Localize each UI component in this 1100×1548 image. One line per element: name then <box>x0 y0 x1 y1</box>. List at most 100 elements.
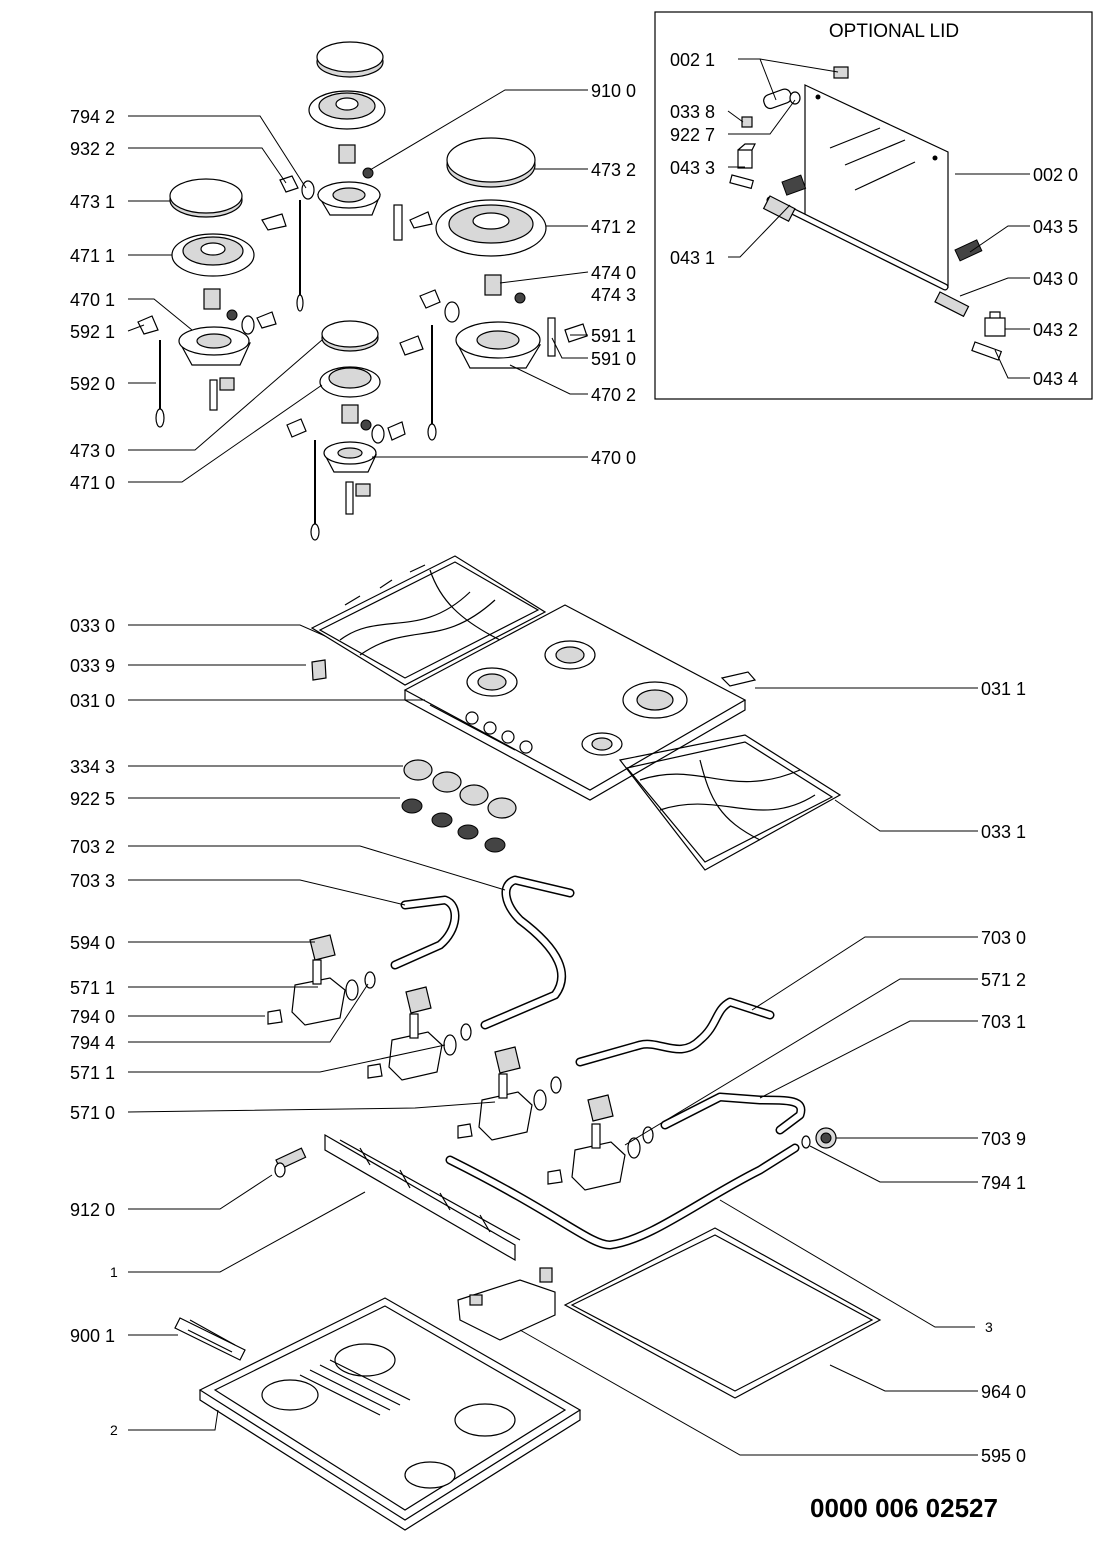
label-043-3: 043 3 <box>670 158 715 178</box>
label-470-1: 470 1 <box>70 290 115 310</box>
label-043-4: 043 4 <box>1033 369 1078 389</box>
part-spring-icon <box>781 174 807 196</box>
label-571-2: 571 2 <box>981 970 1026 990</box>
part-043-4-icon <box>971 341 1003 361</box>
label-592-0: 592 0 <box>70 374 115 394</box>
label-794-2: 794 2 <box>70 107 115 127</box>
label-703-2: 703 2 <box>70 837 115 857</box>
lid-hinge-rod-drawing <box>762 195 970 318</box>
hob-plate-drawing <box>403 604 747 801</box>
gas-leader-lines <box>127 845 978 1183</box>
label-571-1-upper: 571 1 <box>70 978 115 998</box>
label-922-7: 922 7 <box>670 125 715 145</box>
label-043-1: 043 1 <box>670 248 715 268</box>
part-031-1-icon <box>720 671 757 687</box>
label-031-1: 031 1 <box>981 679 1026 699</box>
label-794-0: 794 0 <box>70 1007 115 1027</box>
part-900-1-icon <box>174 1317 246 1361</box>
label-794-1: 794 1 <box>981 1173 1026 1193</box>
label-471-1: 471 1 <box>70 246 115 266</box>
label-900-1: 900 1 <box>70 1326 115 1346</box>
label-591-1: 591 1 <box>591 326 636 346</box>
pan-support-right-drawing <box>618 734 842 871</box>
tap-4 <box>547 1094 654 1191</box>
label-2: 2 <box>110 1422 118 1438</box>
ignition-module-drawing <box>457 1267 556 1341</box>
optional-lid-frame <box>654 11 1093 400</box>
label-474-0: 474 0 <box>591 263 636 283</box>
part-043-2-icon <box>984 311 1006 337</box>
label-002-1: 002 1 <box>670 50 715 70</box>
optional-lid-panel: OPTIONAL LID <box>654 11 1093 400</box>
label-912-0: 912 0 <box>70 1200 115 1220</box>
label-703-3: 703 3 <box>70 871 115 891</box>
label-470-2: 470 2 <box>591 385 636 405</box>
part-043-5-icon <box>954 239 983 262</box>
label-474-3: 474 3 <box>591 285 636 305</box>
document-number: 0000 006 02527 <box>810 1493 998 1523</box>
label-334-3: 334 3 <box>70 757 115 777</box>
tap-2 <box>367 986 472 1081</box>
label-910-0: 910 0 <box>591 81 636 101</box>
knobs-drawing <box>401 759 517 853</box>
pan-support-left-drawing <box>310 555 547 686</box>
label-703-9: 703 9 <box>981 1129 1026 1149</box>
label-471-0: 471 0 <box>70 473 115 493</box>
tap-3 <box>457 1046 562 1141</box>
bottom-tray-drawing <box>198 1297 582 1531</box>
label-470-0: 470 0 <box>591 448 636 468</box>
gas-section: 703 2 703 3 594 0 571 1 794 0 794 4 571 … <box>70 837 1026 1250</box>
label-033-8: 033 8 <box>670 102 715 122</box>
burners-section: 794 2 932 2 473 1 471 1 470 1 592 1 592 … <box>70 41 636 541</box>
label-703-1: 703 1 <box>981 1012 1026 1032</box>
label-043-5: 043 5 <box>1033 217 1078 237</box>
part-043-3-icon <box>737 143 756 169</box>
part-922-7-icon <box>789 91 801 105</box>
bracket-drawing <box>324 1133 521 1262</box>
label-922-5: 922 5 <box>70 789 115 809</box>
part-912-0-icon <box>274 1147 307 1178</box>
part-033-9-icon <box>311 659 327 681</box>
label-473-0: 473 0 <box>70 441 115 461</box>
burner-bottom-drawing <box>286 320 406 541</box>
label-794-4: 794 4 <box>70 1033 115 1053</box>
label-471-2: 471 2 <box>591 217 636 237</box>
part-703-9-icon <box>801 1127 837 1149</box>
hob-section: 033 0 033 9 031 0 334 3 922 5 031 1 033 … <box>70 555 1026 871</box>
label-964-0: 964 0 <box>981 1382 1026 1402</box>
label-031-0: 031 0 <box>70 691 115 711</box>
optional-lid-title: OPTIONAL LID <box>829 21 959 42</box>
tap-1 <box>267 934 376 1026</box>
label-043-2: 043 2 <box>1033 320 1078 340</box>
part-bush-icon <box>763 88 793 110</box>
label-592-1: 592 1 <box>70 322 115 342</box>
label-473-2: 473 2 <box>591 160 636 180</box>
label-703-0: 703 0 <box>981 928 1026 948</box>
burner-left-drawing <box>137 178 277 428</box>
label-1: 1 <box>110 1264 118 1280</box>
base-leader-lines <box>128 1174 978 1456</box>
label-932-2: 932 2 <box>70 139 115 159</box>
label-571-1-lower: 571 1 <box>70 1063 115 1083</box>
label-595-0: 595 0 <box>981 1446 1026 1466</box>
gas-pipes-drawing <box>390 875 806 1250</box>
base-section: 912 0 1 900 1 2 3 964 0 595 0 <box>70 1133 1026 1531</box>
part-plate-icon <box>729 174 754 190</box>
label-043-0: 043 0 <box>1033 269 1078 289</box>
label-002-0: 002 0 <box>1033 165 1078 185</box>
hob-leader-lines <box>128 624 978 832</box>
lid-leader-lines <box>727 58 1030 379</box>
label-033-0: 033 0 <box>70 616 115 636</box>
label-594-0: 594 0 <box>70 933 115 953</box>
burner-leader-lines <box>127 89 589 483</box>
burner-top-drawing <box>261 41 433 312</box>
label-571-0: 571 0 <box>70 1103 115 1123</box>
part-002-1-icon <box>833 66 849 79</box>
label-473-1: 473 1 <box>70 192 115 212</box>
label-3: 3 <box>985 1319 993 1335</box>
burner-right-drawing <box>399 137 588 441</box>
label-033-1: 033 1 <box>981 822 1026 842</box>
gas-taps-drawing <box>267 934 837 1191</box>
label-591-0: 591 0 <box>591 349 636 369</box>
